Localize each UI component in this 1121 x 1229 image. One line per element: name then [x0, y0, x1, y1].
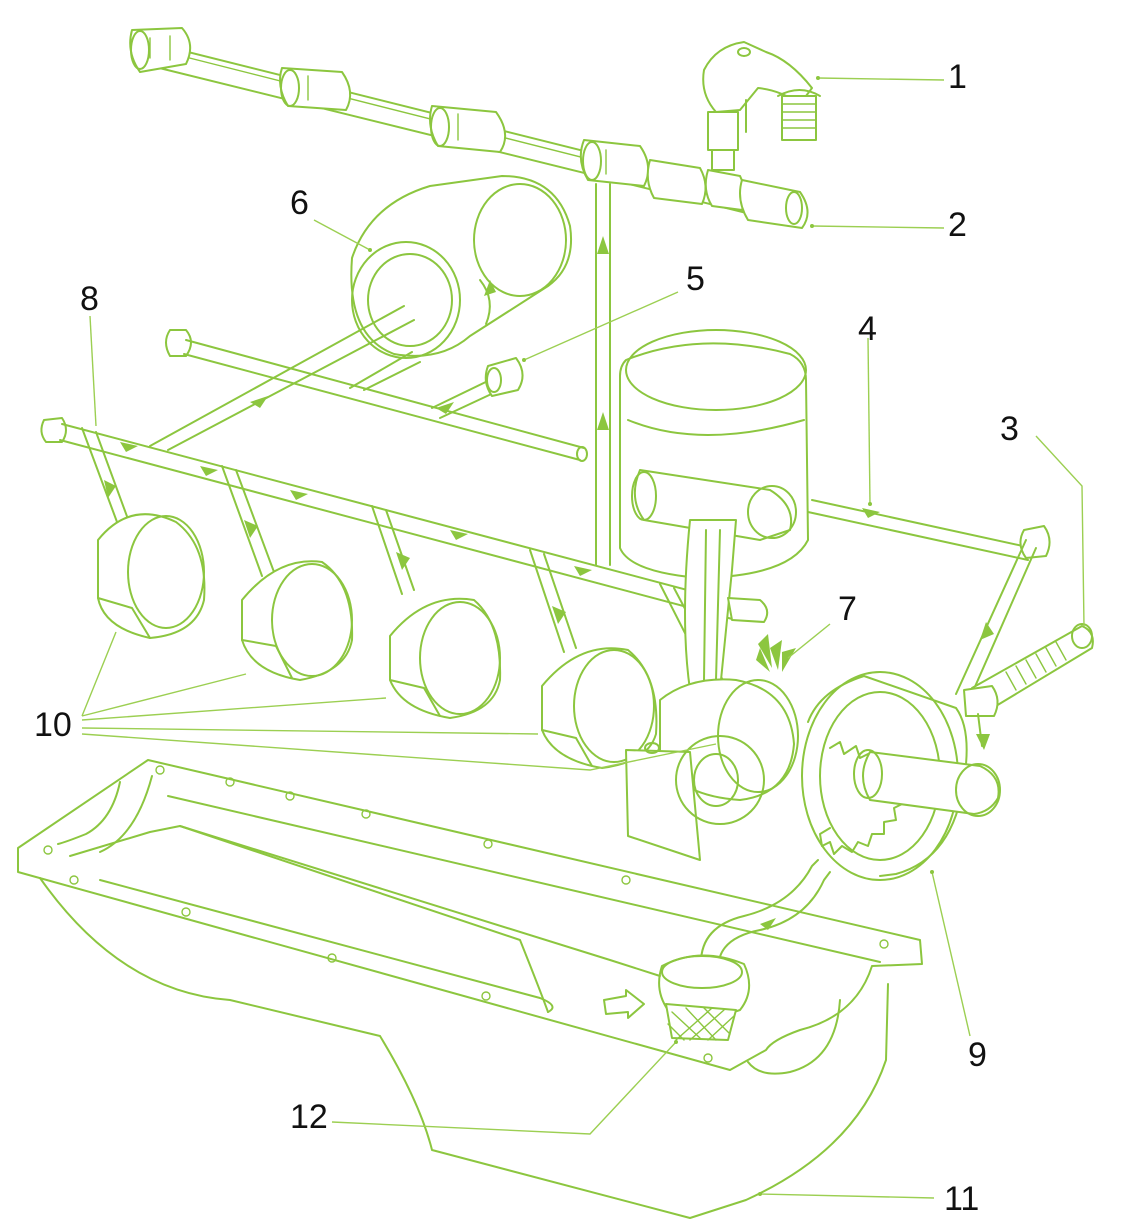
camshaft-feed-pipe [149, 305, 415, 451]
rocker-arm-valve [702, 41, 821, 171]
oil-pump [801, 671, 1001, 881]
rocker-shaft-bearing [429, 105, 507, 153]
main-oil-gallery [40, 417, 741, 695]
callout-12: 12 [290, 1098, 328, 1136]
callout-1: 1 [948, 58, 967, 96]
oil-strainer [603, 954, 751, 1041]
main-bearing-shell [97, 513, 206, 639]
callout-2: 2 [948, 206, 967, 244]
main-bearing-shell [241, 560, 354, 681]
distributor-oil-line [807, 499, 1051, 699]
callout-3: 3 [1000, 410, 1019, 448]
callout-10: 10 [34, 706, 72, 744]
rocker-arm-cluster [646, 159, 809, 229]
rocker-shaft-bearing [129, 27, 192, 73]
auxiliary-shaft [165, 329, 588, 462]
callout-5: 5 [686, 260, 705, 298]
main-bearing-shell [389, 597, 502, 719]
connecting-rod [625, 519, 799, 861]
callout-11: 11 [944, 1180, 980, 1218]
oil-spray-jet [756, 634, 796, 672]
callout-6: 6 [290, 184, 309, 222]
callout-4: 4 [858, 310, 877, 348]
leader-lines [81, 77, 1085, 1199]
leader-dots [368, 76, 934, 1196]
oil-relief-valve [963, 623, 1094, 750]
camshaft-bearing [350, 175, 572, 359]
rocker-shaft-bearing [279, 67, 352, 111]
callout-8: 8 [80, 280, 99, 318]
vertical-oil-riser [595, 183, 611, 566]
callout-9: 9 [968, 1036, 987, 1074]
rocker-shaft-bearing [579, 139, 650, 187]
callout-7: 7 [838, 590, 857, 628]
oil-sump [17, 759, 923, 1219]
piston [619, 329, 809, 579]
main-bearing-shell [541, 647, 658, 769]
rocker-shaft [129, 27, 809, 229]
